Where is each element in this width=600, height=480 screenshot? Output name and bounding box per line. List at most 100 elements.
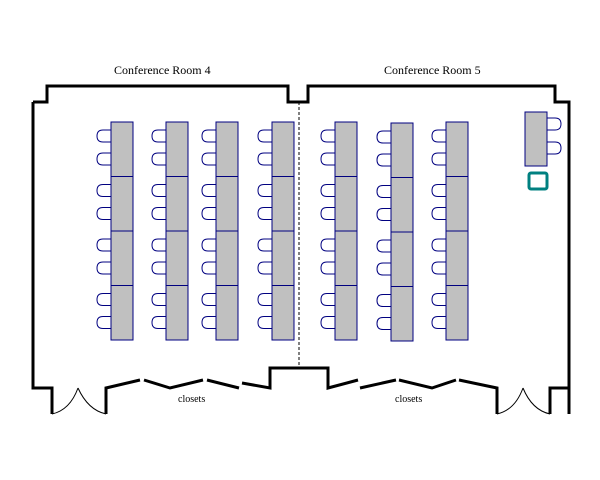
chair-col2-row2-a (151, 184, 166, 197)
chair-col3-row3-a (201, 238, 216, 252)
table-col3-row1 (215, 121, 239, 177)
doors (51, 387, 551, 415)
chair-col6-row3-b (376, 262, 391, 276)
chair-col7-row1-a (431, 129, 446, 143)
table-col1-row4 (110, 285, 134, 341)
table-col6-row1 (390, 122, 414, 178)
closet-door-1 (143, 378, 204, 390)
chair-col7-row3-b (431, 261, 446, 275)
door-left-b (77, 387, 107, 415)
table-col1-row2 (110, 176, 134, 232)
chair-col1-row2-b (96, 207, 111, 220)
chair-col1-row2-a (96, 184, 111, 197)
door-right-a (496, 387, 524, 415)
room-label-5: Conference Room 5 (384, 63, 481, 77)
chair-col5-row1-a (320, 129, 335, 143)
head-chair-2 (547, 141, 562, 155)
chair-col6-row1-a (376, 130, 391, 144)
chair-col1-row3-a (96, 238, 111, 252)
chair-col4-row1-a (257, 129, 272, 143)
bottom-wall-left (104, 378, 141, 414)
chair-col1-row4-b (96, 316, 111, 329)
table-col5-row3 (334, 230, 358, 286)
table-col4-row3 (271, 230, 295, 286)
closet-door-2 (206, 378, 240, 390)
chair-col7-row4-b (431, 316, 446, 329)
table-col3-row2 (215, 176, 239, 232)
chair-col5-row3-b (320, 261, 335, 275)
chair-col4-row4-b (257, 316, 272, 329)
closet-door-4 (359, 378, 397, 390)
closet-label-right: closets (395, 394, 423, 405)
walls (31, 84, 571, 414)
closet-door-6 (458, 378, 499, 414)
chair-col5-row2-a (320, 184, 335, 197)
chair-col2-row4-b (151, 316, 166, 329)
chair-col6-row4-b (376, 317, 391, 330)
chair-col6-row2-b (376, 208, 391, 221)
chair-col2-row1-a (151, 129, 166, 143)
chair-col3-row1-b (201, 152, 216, 166)
furniture (96, 111, 562, 342)
chair-col5-row1-b (320, 152, 335, 166)
room-label-4: Conference Room 4 (114, 63, 211, 77)
table-col2-row1 (165, 121, 189, 177)
chair-col3-row1-a (201, 129, 216, 143)
table-col6-row4 (390, 286, 414, 342)
closet-door-5 (398, 378, 457, 390)
table-col4-row1 (271, 121, 295, 177)
chair-col7-row3-a (431, 238, 446, 252)
chair-col7-row2-b (431, 207, 446, 220)
chair-col2-row3-b (151, 261, 166, 275)
table-col6-row3 (390, 231, 414, 287)
table-col7-row1 (445, 121, 469, 177)
table-col7-row3 (445, 230, 469, 286)
table-col7-row2 (445, 176, 469, 232)
closet-door-3 (241, 366, 300, 390)
chair-col4-row2-a (257, 184, 272, 197)
chair-col1-row1-b (96, 152, 111, 166)
bottom-wall-mid (300, 366, 359, 390)
table-col1-row3 (110, 230, 134, 286)
table-col7-row4 (445, 285, 469, 341)
chair-col6-row3-a (376, 239, 391, 253)
chair-col2-row2-b (151, 207, 166, 220)
chair-col6-row1-b (376, 153, 391, 167)
top-wall (33, 84, 571, 414)
table-col2-row3 (165, 230, 189, 286)
table-col1-row1 (110, 121, 134, 177)
chair-col1-row4-a (96, 293, 111, 306)
table-col2-row2 (165, 176, 189, 232)
table-col4-row2 (271, 176, 295, 232)
chair-col3-row3-b (201, 261, 216, 275)
chair-col7-row1-b (431, 152, 446, 166)
chair-col6-row2-a (376, 185, 391, 198)
chair-col3-row4-a (201, 293, 216, 306)
table-col2-row4 (165, 285, 189, 341)
chair-col1-row1-a (96, 129, 111, 143)
table-col5-row1 (334, 121, 358, 177)
chair-col5-row3-a (320, 238, 335, 252)
chair-col4-row3-b (257, 261, 272, 275)
head-chair-1 (547, 117, 562, 131)
chair-col4-row1-b (257, 152, 272, 166)
chair-col2-row4-a (151, 293, 166, 306)
chair-col4-row2-b (257, 207, 272, 220)
chair-col4-row3-a (257, 238, 272, 252)
table-col3-row4 (215, 285, 239, 341)
chair-col3-row4-b (201, 316, 216, 329)
door-right-b (522, 387, 551, 415)
head-table (524, 111, 548, 167)
chair-col7-row2-a (431, 184, 446, 197)
table-col6-row2 (390, 177, 414, 233)
table-col3-row3 (215, 230, 239, 286)
chair-col6-row4-a (376, 294, 391, 307)
chair-col5-row4-a (320, 293, 335, 306)
podium (527, 171, 549, 191)
door-left-a (51, 387, 79, 415)
closet-label-left: closets (178, 394, 206, 405)
chair-col5-row4-b (320, 316, 335, 329)
table-col4-row4 (271, 285, 295, 341)
chair-col3-row2-b (201, 207, 216, 220)
